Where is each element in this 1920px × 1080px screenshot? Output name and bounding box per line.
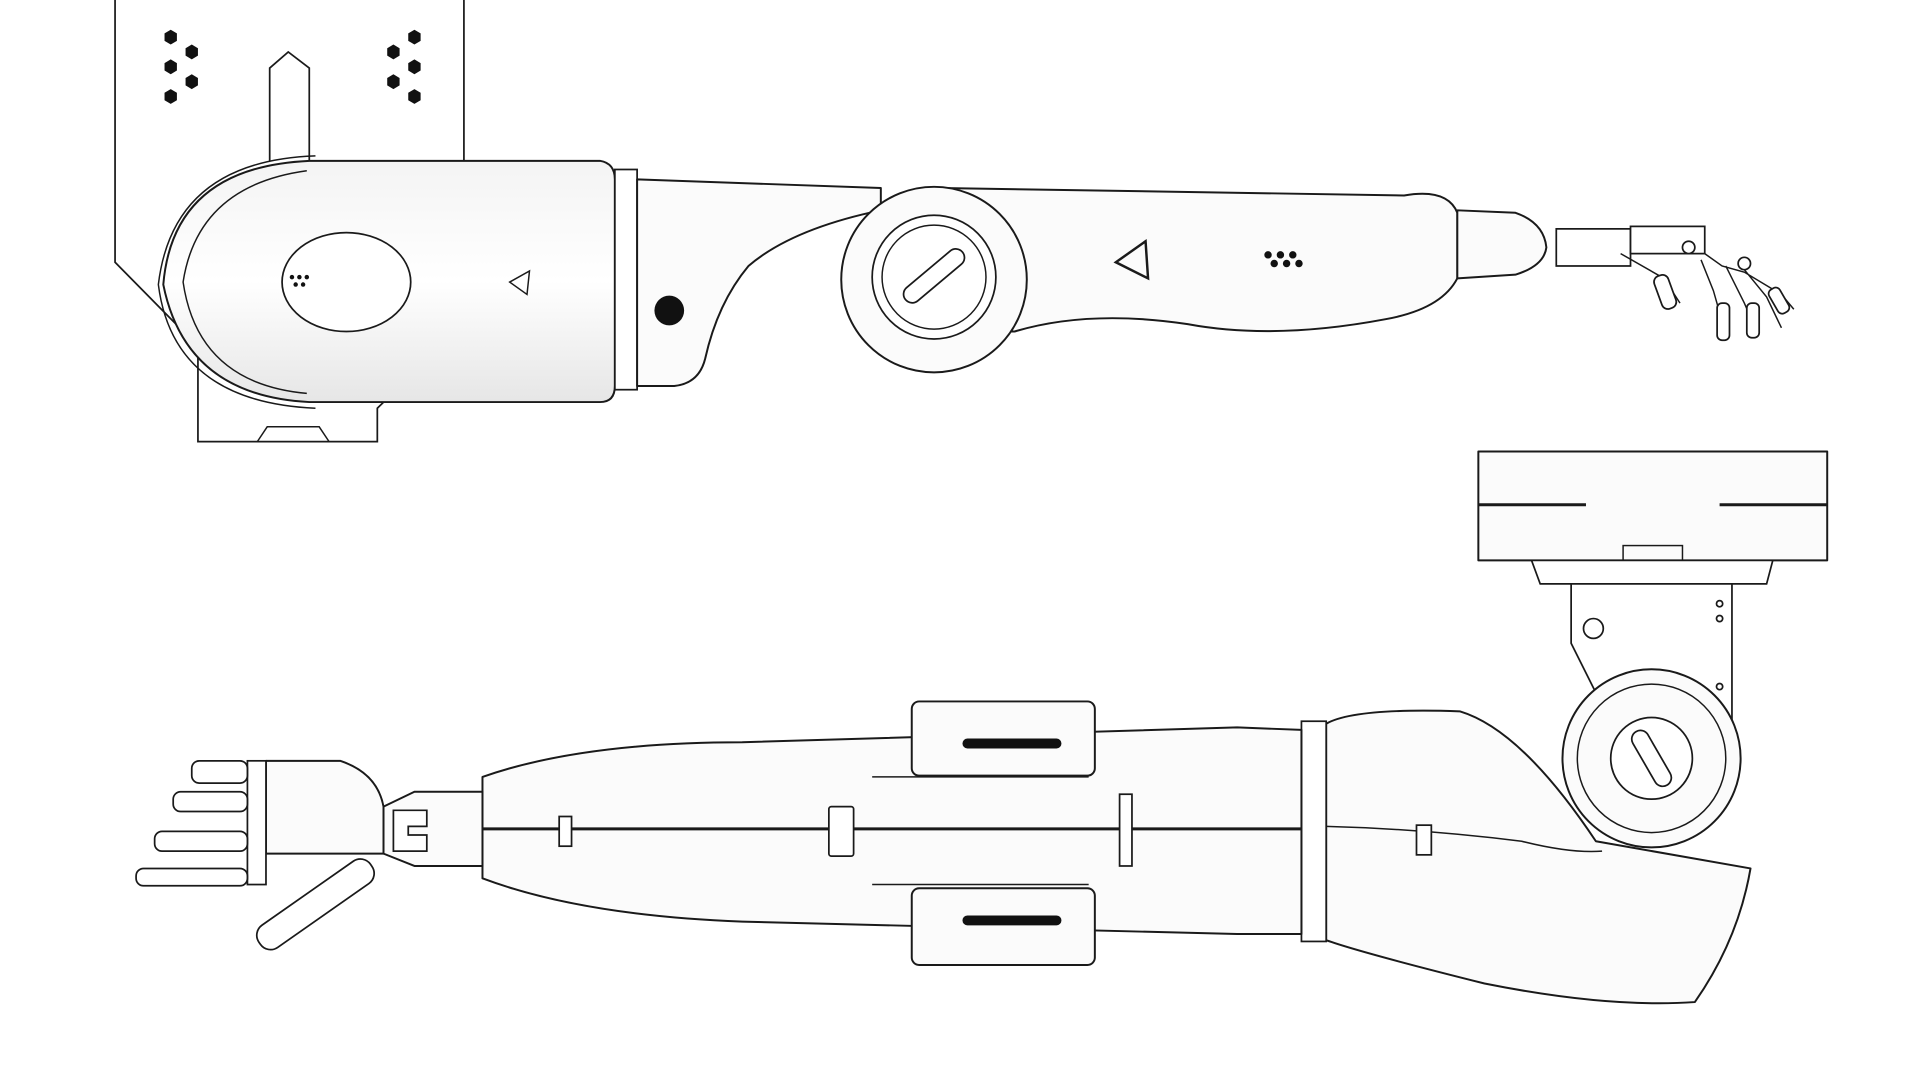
bottom-hand — [135, 759, 385, 951]
shoulder-window — [281, 231, 412, 333]
triangle-marker-icon — [508, 269, 531, 296]
elbow-slot — [902, 248, 966, 304]
upper-arm-collar — [613, 168, 638, 391]
base-spike — [268, 50, 311, 161]
shoulder-disc — [157, 155, 316, 409]
shoulder-slot — [1630, 729, 1673, 788]
upper-arm-shell — [481, 726, 1303, 936]
forearm-triangle-icon — [1113, 238, 1150, 281]
bottom-arm — [135, 450, 1829, 1005]
wrist — [1456, 209, 1548, 280]
shoulder-collar — [1300, 720, 1328, 943]
top-hand — [1555, 225, 1795, 342]
elbow-dot — [654, 295, 685, 326]
base-plate-notch — [256, 426, 330, 443]
forearm-shell — [939, 187, 1459, 333]
shoulder-shell — [1325, 709, 1752, 1005]
elbow-link — [636, 178, 882, 387]
forearm-dot-grid-icon — [1264, 251, 1303, 268]
elbow-joint-inner — [881, 224, 987, 330]
shoulder-ring — [182, 169, 307, 395]
upper-band-bottom — [910, 887, 1096, 966]
mount-bracket — [1530, 559, 1774, 585]
top-arm — [114, 0, 1795, 443]
dot-grid-small-icon — [289, 274, 310, 287]
